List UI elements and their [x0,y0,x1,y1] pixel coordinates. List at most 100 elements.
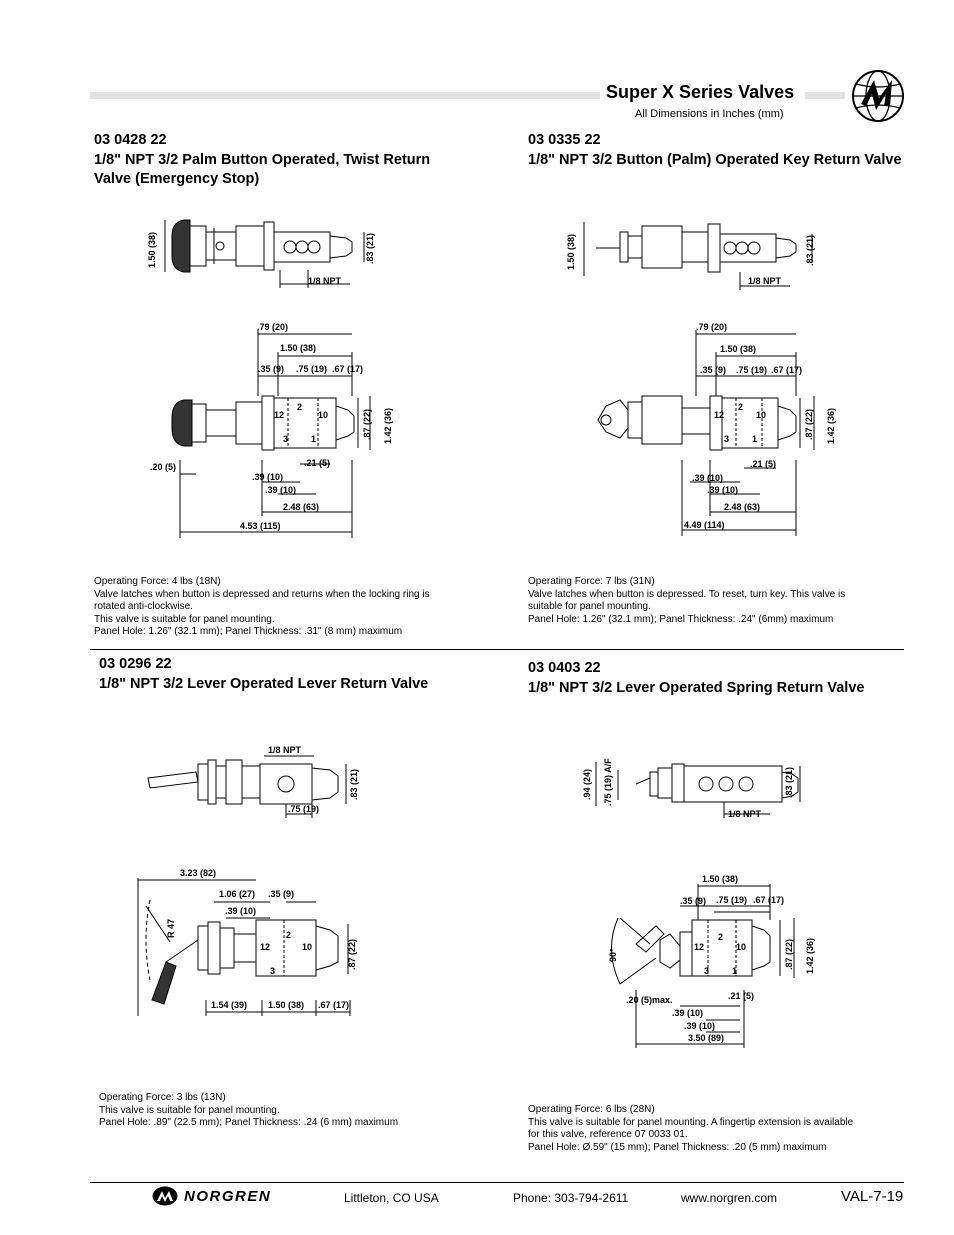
valve-1-side-view [164,219,365,288]
section-title-line: 1/8" NPT 3/2 Button (Palm) Operated Key … [528,151,902,168]
header-rule [90,92,600,99]
dim-label: .83 (21) [805,235,815,266]
page-subtitle: All Dimensions in Inches (mm) [635,108,784,120]
port-label: 10 [302,942,312,952]
dim-label: .39 (10) [684,1021,715,1031]
valve-2-labels: 1.50 (38) .83 (21) 1/8 NPT .79 (20) 1.50… [566,234,836,530]
port-label: 3 [704,966,709,976]
dim-label: .20 (5)max. [626,995,673,1005]
dim-label: .39 (10) [225,906,256,916]
dim-label: .67 (17) [771,365,802,375]
footer-location: Littleton, CO USA [344,1191,439,1205]
dim-label: .75 (19) [736,365,767,375]
desc-line: rotated anti-clockwise. [94,601,193,613]
dim-label: 3.23 (82) [180,868,216,878]
port-label: 10 [756,410,766,420]
section-title-line: 1/8" NPT 3/2 Lever Operated Spring Retur… [528,679,865,696]
valve-3-labels: 1/8 NPT .83 (21) .75 (19) 3.23 (82) 1.06… [166,745,359,1010]
dim-label: 1.50 (38) [702,874,738,884]
desc-line: Panel Hole: 1.26" (32.1 mm); Panel Thick… [528,613,834,625]
section-3-heading: 03 0296 22 1/8" NPT 3/2 Lever Operated L… [99,655,428,694]
dim-label: .75 (19) [716,895,747,905]
dim-label: .87 (22) [362,409,372,440]
port-label: 12 [274,410,284,420]
section-title-line: Valve (Emergency Stop) [94,171,260,187]
desc-line: for this valve, reference 07 0033 01. [528,1129,688,1141]
dim-label: .39 (10) [692,473,723,483]
dim-label: .35 (9) [700,365,726,375]
dim-label: 90° [608,948,618,962]
port-label: 1 [752,434,757,444]
valve-2-top-view [597,330,815,536]
footer-phone: Phone: 303-794-2611 [513,1191,629,1205]
dim-label: .75 (19) A/F [603,758,613,806]
port-label: 12 [714,410,724,420]
page-title: Super X Series Valves [606,82,795,102]
port-label: 2 [286,930,291,940]
port-label: 1 [732,966,737,976]
dim-label: 3.50 (89) [688,1033,724,1043]
port-label: 10 [318,410,328,420]
part-number: 03 0428 22 [94,132,167,148]
valve-2-side-view [583,222,813,290]
valve-3-side-view [147,755,347,818]
port-label: 3 [724,434,729,444]
desc-line: Panel Hole: Ø.59" (15 mm); Panel Thickne… [528,1141,827,1153]
dim-label: .94 (24) [582,769,592,800]
dim-label: .39 (10) [707,485,738,495]
section-title-line: 1/8" NPT 3/2 Palm Button Operated, Twist… [94,151,431,168]
dim-label: .79 (20) [257,322,288,332]
valve-3-top-view [137,878,351,1016]
header-rule-right [805,92,845,99]
dim-label: .83 (21) [365,233,375,264]
dim-label: .87 (22) [347,939,357,970]
port-label: 1 [311,434,316,444]
port-label: 2 [738,402,743,412]
desc-line: Valve latches when button is depressed a… [94,588,430,600]
footer-website[interactable]: www.norgren.com [681,1191,778,1205]
dim-label: .75 (19) [296,364,327,374]
dim-label: 1/8 NPT [748,276,782,286]
part-number: 03 0335 22 [528,132,601,148]
dim-label: 4.49 (114) [684,520,725,530]
desc-line: Operating Force: 4 lbs (18N) [94,576,221,587]
valve-1-top-view [171,330,371,538]
valve-4-labels: .94 (24) .75 (19) A/F .83 (21) 1/8 NPT 1… [582,758,815,1043]
dim-label: .83 (21) [349,769,359,800]
dim-label: 1.50 (38) [147,232,157,268]
dim-label: 1.50 (38) [280,343,316,353]
desc-line: This valve is suitable for panel mountin… [99,1104,280,1116]
port-label: 3 [283,434,288,444]
dim-label: .21 (5) [304,458,330,468]
desc-line: This valve is suitable for panel mountin… [528,1116,854,1128]
dim-label: 1.42 (36) [383,408,393,444]
dim-label: .83 (21) [784,767,794,798]
part-number: 03 0403 22 [528,660,601,676]
dim-label: .87 (22) [804,409,814,440]
dim-label: .67 (17) [332,364,363,374]
valve-1-labels: 1.50 (38) .83 (21) 1/8 NPT .79 (20) 1.50… [147,232,393,531]
dim-label: .75 (19) [288,804,319,814]
port-label: 3 [270,966,275,976]
section-3-description: Operating Force: 3 lbs (13N) This valve … [99,1092,398,1130]
section-4-heading: 03 0403 22 1/8" NPT 3/2 Lever Operated S… [528,659,864,698]
port-label: 10 [736,942,746,952]
port-label: 12 [260,942,270,952]
dim-label: 1.50 (38) [566,234,576,270]
dim-label: R 47 [166,919,176,938]
dim-label: .39 (10) [672,1008,703,1018]
dim-label: 1.42 (36) [805,938,815,974]
section-1-description: Operating Force: 4 lbs (18N) Valve latch… [94,576,430,639]
dim-label: 1.06 (27) [219,889,255,899]
valve-4-side-view [595,762,801,818]
desc-line: Operating Force: 6 lbs (28N) [528,1104,655,1115]
dim-label: .21 (5) [728,991,754,1001]
dim-label: 2.48 (63) [724,502,760,512]
dim-label: .87 (22) [784,939,794,970]
section-title-line: 1/8" NPT 3/2 Lever Operated Lever Return… [99,675,429,692]
dim-label: .39 (10) [252,472,283,482]
dim-label: 1.42 (36) [826,408,836,444]
desc-line: suitable for panel mounting. [528,601,651,613]
section-2-heading: 03 0335 22 1/8" NPT 3/2 Button (Palm) Op… [528,131,902,170]
dim-label: 1/8 NPT [268,745,302,755]
